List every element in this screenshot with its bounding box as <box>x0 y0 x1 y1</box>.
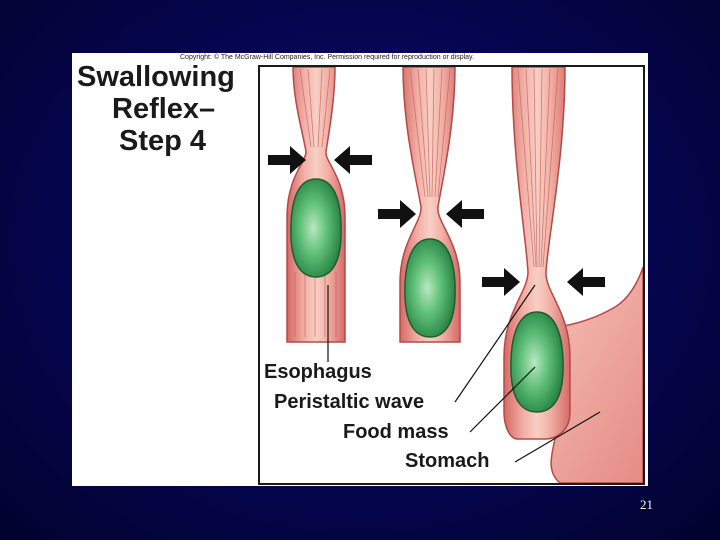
arrow-right-3 <box>482 268 520 296</box>
leader-food-mass <box>469 366 536 433</box>
arrow-left-2 <box>446 200 484 228</box>
food-mass-1 <box>290 178 342 278</box>
title-line-2: Reflex– <box>112 93 216 125</box>
title-line-3: Step 4 <box>119 125 207 157</box>
esophagus-section-1 <box>286 67 346 343</box>
leader-lines <box>327 284 601 463</box>
arrow-right-1 <box>268 146 306 174</box>
label-esophagus: Esophagus <box>264 361 372 383</box>
arrow-left-1 <box>334 146 372 174</box>
esophagus-section-2 <box>399 67 461 343</box>
figure: Copyright: © The McGraw-Hill Companies, … <box>72 53 648 486</box>
leader-peristaltic-wave <box>454 284 536 403</box>
label-stomach: Stomach <box>405 450 490 472</box>
diagram-panel: Esophagus Peristaltic wave Food mass Sto… <box>258 65 645 485</box>
copyright-notice: Copyright: © The McGraw-Hill Companies, … <box>180 54 474 61</box>
arrow-left-3 <box>567 268 605 296</box>
label-food-mass: Food mass <box>343 421 449 443</box>
food-mass-2 <box>404 238 456 338</box>
page-number: 21 <box>640 497 653 512</box>
label-peristaltic-wave: Peristaltic wave <box>274 391 425 413</box>
food-mass-3 <box>510 311 564 413</box>
esophagus-section-3 <box>503 67 643 483</box>
leader-stomach <box>514 411 601 463</box>
title-line-1: Swallowing <box>77 61 235 93</box>
arrow-right-2 <box>378 200 416 228</box>
figure-title: Swallowing Reflex– Step 4 <box>77 61 262 157</box>
constriction-arrows <box>268 146 605 296</box>
diagram-illustration <box>268 67 643 483</box>
